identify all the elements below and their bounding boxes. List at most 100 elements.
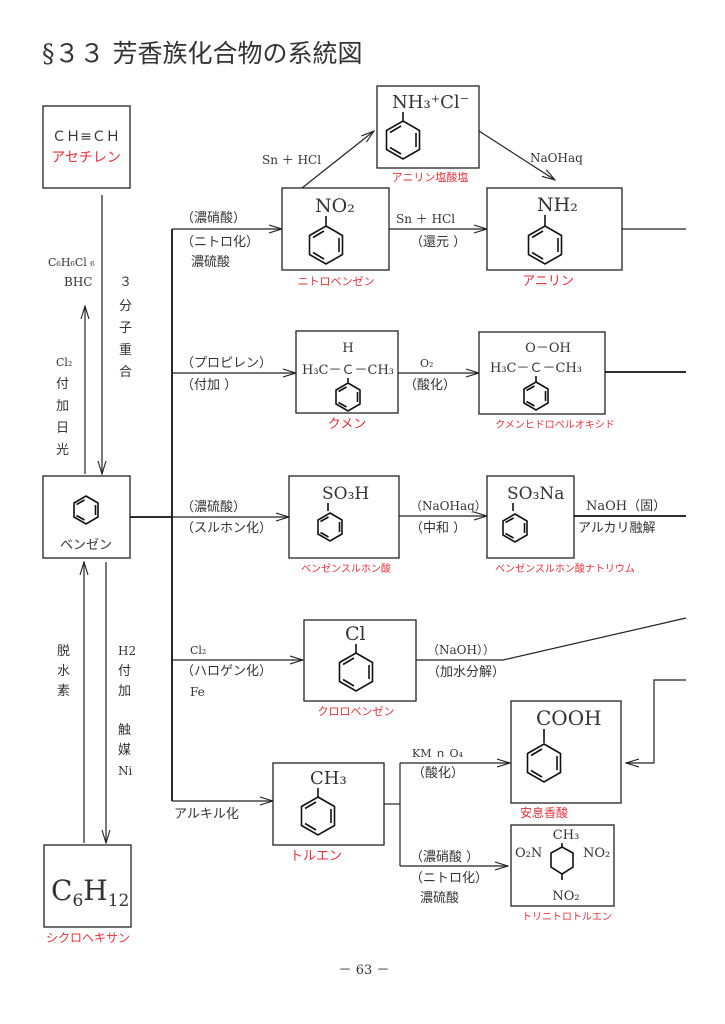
halogenation-line1: Cl₂ — [190, 644, 206, 657]
hydrogenation-label: H2 付 加 触 媒 Ni — [118, 644, 136, 778]
svg-text:Ni: Ni — [118, 764, 133, 778]
sodium-benzenesulfonate-node: SO₃Na ベンゼンスルホン酸ナトリウム — [486, 475, 635, 575]
naoh-arrow — [478, 130, 555, 180]
trimerization-label: ３ 分 子 重 合 — [119, 275, 132, 380]
anilinium-name: アニリン塩酸塩 — [392, 170, 469, 184]
acetylene-node: ＣＨ≡ＣＨ アセチレン — [42, 105, 131, 189]
neutralization-line2: （中和 ） — [410, 521, 466, 536]
benzene-node: ベンゼン — [42, 475, 131, 559]
toluene-nitration-line2: （ニトロ化） — [410, 871, 488, 886]
kmno4-line2: （酸化） — [412, 766, 464, 781]
oxidation-line2: （酸化） — [404, 378, 456, 393]
naoh-reagent: NaOHaq — [530, 151, 583, 165]
reduction-line1: Sn ＋ HCl — [396, 212, 455, 226]
chlorobenzene-node: Cl クロロベンゼン — [303, 619, 417, 718]
svg-text:CH₃: CH₃ — [553, 828, 580, 843]
benzoic-acid-node: COOH 安息香酸 — [510, 700, 622, 820]
propylene-line2: （付加 ） — [181, 378, 237, 393]
nitrobenzene-formula: NO₂ — [315, 195, 355, 217]
cumene-node: H H₃C－Ｃ－CH₃ クメン — [295, 330, 399, 432]
svg-text:合: 合 — [119, 365, 132, 380]
sodium-benzenesulfonate-name: ベンゼンスルホン酸ナトリウム — [495, 562, 635, 575]
phenol-to-benzoic-arrow — [626, 679, 686, 763]
hydrolysis-line — [416, 617, 687, 661]
cyclohexane-formula: C6H12 — [51, 874, 129, 911]
svg-text:Cl₂: Cl₂ — [56, 356, 72, 369]
toluene-node: CH₃ トルエン — [272, 762, 385, 864]
svg-text:脱: 脱 — [57, 644, 70, 659]
neutralization-line1: （NaOHaq） — [410, 499, 487, 513]
cumene-name: クメン — [328, 417, 366, 432]
svg-text:NO₂: NO₂ — [583, 846, 610, 861]
dehydrogenation-label: 脱 水 素 — [57, 644, 70, 699]
svg-text:触: 触 — [118, 723, 131, 738]
benzoic-acid-formula: COOH — [536, 706, 602, 730]
svg-text:H: H — [342, 341, 353, 356]
toluene-nitration-line1: （濃硝酸 ） — [410, 850, 479, 865]
cumene-hydroperoxide-name: クメンヒドロペルオキシド — [495, 419, 615, 431]
alkali-fusion-line1: NaOH（固） — [586, 499, 666, 514]
propylene-line1: （プロピレン） — [181, 356, 272, 371]
page-title: §３３ 芳香族化合物の系統図 — [42, 39, 362, 68]
nitration-line2: （ニトロ化） — [181, 235, 259, 250]
benzenesulfonic-acid-node: SO₃H ベンゼンスルホン酸 — [288, 475, 400, 575]
benzoic-acid-name: 安息香酸 — [520, 805, 568, 820]
benzene-name: ベンゼン — [60, 538, 112, 553]
alkali-fusion-line2: アルカリ融解 — [578, 521, 655, 536]
hydrolysis-line2: （加水分解） — [427, 665, 505, 680]
bhc-formula: C₆H₆Cl ₆ — [48, 256, 95, 269]
benzenesulfonic-acid-formula: SO₃H — [322, 484, 369, 504]
chlorobenzene-name: クロロベンゼン — [318, 705, 395, 718]
anilinium-node: NH₃⁺Cl⁻ アニリン塩酸塩 — [376, 85, 480, 184]
svg-text:H2: H2 — [118, 644, 136, 658]
sulfonation-line1: （濃硫酸） — [181, 500, 246, 515]
halogenation-line3: Fe — [190, 685, 205, 699]
nitration-line1: （濃硝酸） — [181, 211, 246, 226]
cumene-hydroperoxide-formula: H₃C－Ｃ－CH₃ — [490, 361, 582, 376]
cyclohexane-name: シクロヘキサン — [46, 931, 130, 945]
alkylation-label: アルキル化 — [174, 807, 239, 822]
reduction-line2: （還元 ） — [410, 235, 466, 250]
aniline-formula: NH₂ — [537, 194, 578, 216]
cyclohexane-node: C6H12 シクロヘキサン — [43, 844, 132, 945]
svg-text:日: 日 — [56, 421, 69, 436]
nitrobenzene-name: ニトロベンゼン — [298, 275, 375, 288]
svg-text:３: ３ — [119, 275, 132, 290]
svg-text:加: 加 — [118, 684, 131, 699]
bhc-label: BHC — [64, 275, 92, 289]
svg-text:O－OH: O－OH — [525, 341, 571, 356]
sulfonation-line2: （スルホン化） — [181, 521, 272, 536]
aniline-node: NH₂ アニリン — [486, 187, 623, 289]
acetylene-formula: ＣＨ≡ＣＨ — [52, 129, 120, 145]
nitrobenzene-node: NO₂ ニトロベンゼン — [281, 187, 390, 288]
svg-text:素: 素 — [57, 684, 70, 699]
toluene-name: トルエン — [290, 849, 342, 864]
svg-text:水: 水 — [57, 664, 70, 679]
toluene-formula: CH₃ — [310, 768, 347, 789]
aniline-name: アニリン — [522, 274, 574, 289]
sodium-benzenesulfonate-formula: SO₃Na — [507, 484, 564, 504]
page-number: － 63 － — [339, 963, 390, 978]
svg-text:付: 付 — [118, 664, 131, 679]
halogenation-line2: （ハロゲン化） — [181, 664, 272, 679]
cumene-hydroperoxide-node: O－OH H₃C－Ｃ－CH₃ クメンヒドロペルオキシド — [478, 331, 615, 431]
svg-text:子: 子 — [119, 321, 132, 336]
tnt-node: CH₃ O₂N NO₂ NO₂ トリニトロトルエン — [510, 824, 615, 923]
cumene-formula: H₃C－Ｃ－CH₃ — [302, 363, 394, 378]
anilinium-formula: NH₃⁺Cl⁻ — [392, 92, 469, 113]
svg-text:重: 重 — [119, 342, 132, 358]
svg-text:NO₂: NO₂ — [552, 889, 579, 904]
nitration-line3: 濃硫酸 — [191, 255, 230, 270]
svg-text:付: 付 — [56, 377, 69, 392]
kmno4-line1: KM ｎ O₄ — [412, 747, 463, 760]
svg-text:光: 光 — [56, 443, 69, 458]
to-anilinium-arrow — [301, 131, 374, 189]
tnt-name: トリニトロトルエン — [522, 912, 612, 923]
svg-text:加: 加 — [56, 399, 69, 414]
chlorobenzene-formula: Cl — [345, 623, 366, 645]
hydrolysis-line1: （NaOH）） — [427, 643, 495, 657]
svg-text:媒: 媒 — [118, 743, 131, 758]
to-anilinium-reagent: Sn ＋ HCl — [262, 153, 321, 167]
toluene-nitration-line3: 濃硫酸 — [420, 891, 459, 906]
